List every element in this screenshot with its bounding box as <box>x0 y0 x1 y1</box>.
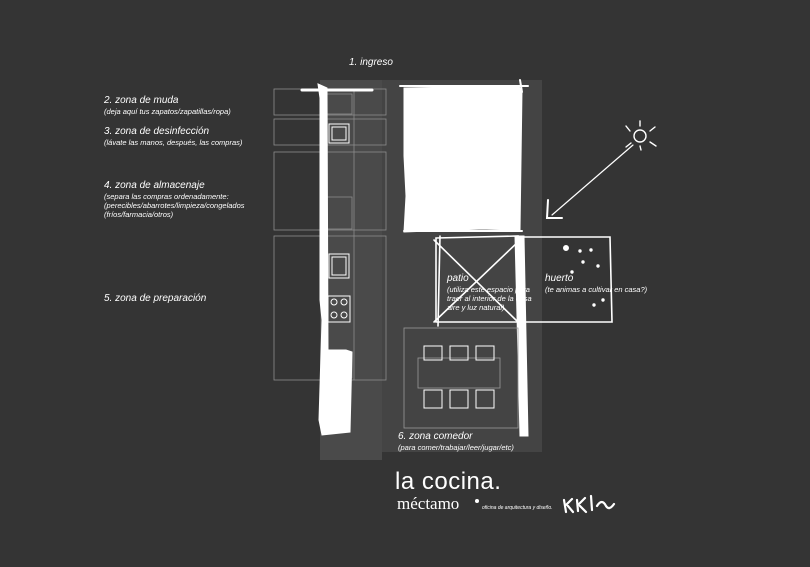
label-zona-almacenaje-sub3: (fríos/farmacia/otros) <box>104 210 174 219</box>
label-huerto-title: huerto <box>545 273 574 284</box>
label-zona-muda-sub: (deja aquí tus zapatos/zapatillas/ropa) <box>104 107 231 116</box>
label-zona-comedor: 6. zona comedor (para comer/trabajar/lee… <box>398 431 514 452</box>
label-zona-desinfeccion: 3. zona de desinfección (lávate las mano… <box>104 126 242 147</box>
dining-area <box>403 327 519 429</box>
sun-icon <box>625 120 657 151</box>
patio-box <box>433 235 521 327</box>
label-zona-almacenaje-sub1: (separa las compras ordenadamente: <box>104 192 229 201</box>
label-zona-desinfeccion-title: 3. zona de desinfección <box>104 126 210 137</box>
label-patio-sub1: (utiliza este espacio para <box>447 285 530 294</box>
sunlight-arrow <box>545 144 634 219</box>
brand-dot <box>475 499 479 503</box>
walls <box>300 79 529 437</box>
label-ingreso: 1. ingreso <box>349 57 393 68</box>
label-patio: patio (utiliza este espacio para traer a… <box>447 273 532 312</box>
label-patio-sub3: aire y luz natural) <box>447 303 505 312</box>
brand-tagline: oficina de arquitectura y diseño. <box>482 505 553 511</box>
label-huerto: huerto (te animas a cultivar en casa?) <box>545 273 647 294</box>
huerto-box <box>519 236 613 323</box>
label-zona-comedor-title: 6. zona comedor <box>398 431 473 442</box>
signature-logo <box>562 494 616 514</box>
label-zona-desinfeccion-sub: (lávate las manos, después, las compras) <box>104 138 243 147</box>
label-huerto-sub: (te animas a cultivar en casa?) <box>545 285 648 294</box>
label-zona-muda-title: 2. zona de muda <box>104 95 179 106</box>
page-title: la cocina. <box>395 468 502 495</box>
label-zona-almacenaje: 4. zona de almacenaje (separa las compra… <box>104 180 245 219</box>
label-zona-comedor-sub: (para comer/trabajar/leer/jugar/etc) <box>398 443 514 452</box>
sink-icon <box>328 123 350 279</box>
brand-name: méctamo <box>397 494 460 513</box>
label-zona-almacenaje-title: 4. zona de almacenaje <box>104 180 205 191</box>
label-zona-preparacion: 5. zona de preparación <box>104 293 207 304</box>
dining-chairs <box>423 345 495 409</box>
label-patio-sub2: traer al interior de la casa <box>447 294 532 303</box>
label-patio-title: patio <box>447 273 469 284</box>
label-zona-almacenaje-sub2: (perecibles/abarrotes/limpieza/congelado… <box>104 201 245 210</box>
label-zona-muda: 2. zona de muda (deja aquí tus zapatos/z… <box>104 95 231 116</box>
